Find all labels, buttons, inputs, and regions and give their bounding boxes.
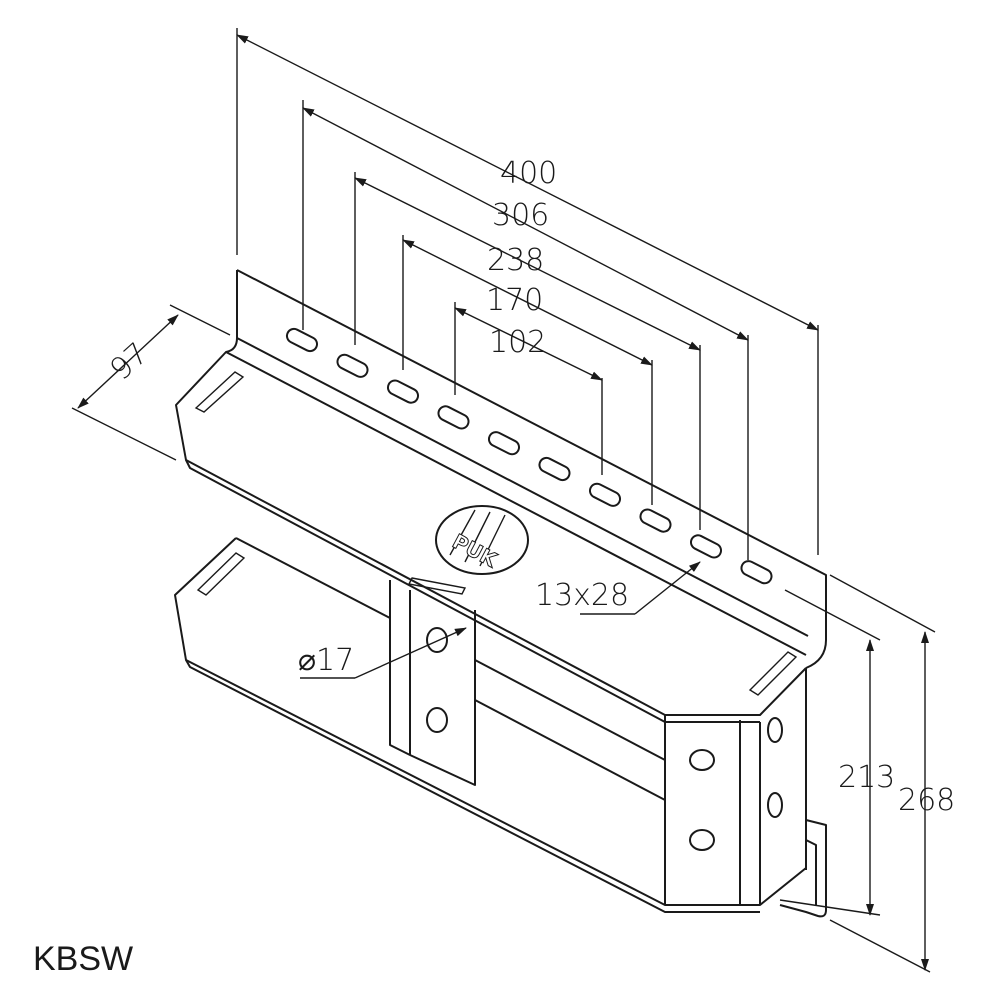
svg-text:PUK: PUK (448, 529, 502, 573)
slot (437, 405, 470, 430)
slot (588, 482, 622, 507)
dimension-lines (71, 28, 936, 973)
dim-238: 238 (487, 243, 544, 278)
product-code: KBSW (33, 940, 134, 978)
slot (336, 353, 369, 378)
slots (285, 327, 773, 585)
lower-bracket (174, 537, 827, 918)
dim-306: 306 (492, 198, 549, 233)
slot (740, 560, 773, 585)
slot (487, 431, 521, 456)
upper-bracket (175, 269, 827, 723)
dim-170: 170 (486, 283, 543, 318)
dim-268: 268 (898, 783, 955, 818)
dim-102: 102 (489, 325, 546, 360)
puk-logo: PUK (435, 505, 529, 575)
dim-400: 400 (500, 156, 557, 191)
slot (689, 534, 723, 559)
slot (639, 508, 672, 533)
slot (386, 379, 420, 404)
slot (538, 456, 571, 482)
slot (285, 327, 319, 353)
dim-hole-diameter: ⌀17 (298, 643, 354, 678)
dim-213: 213 (838, 760, 895, 795)
dim-slot-size: 13x28 (535, 578, 629, 613)
